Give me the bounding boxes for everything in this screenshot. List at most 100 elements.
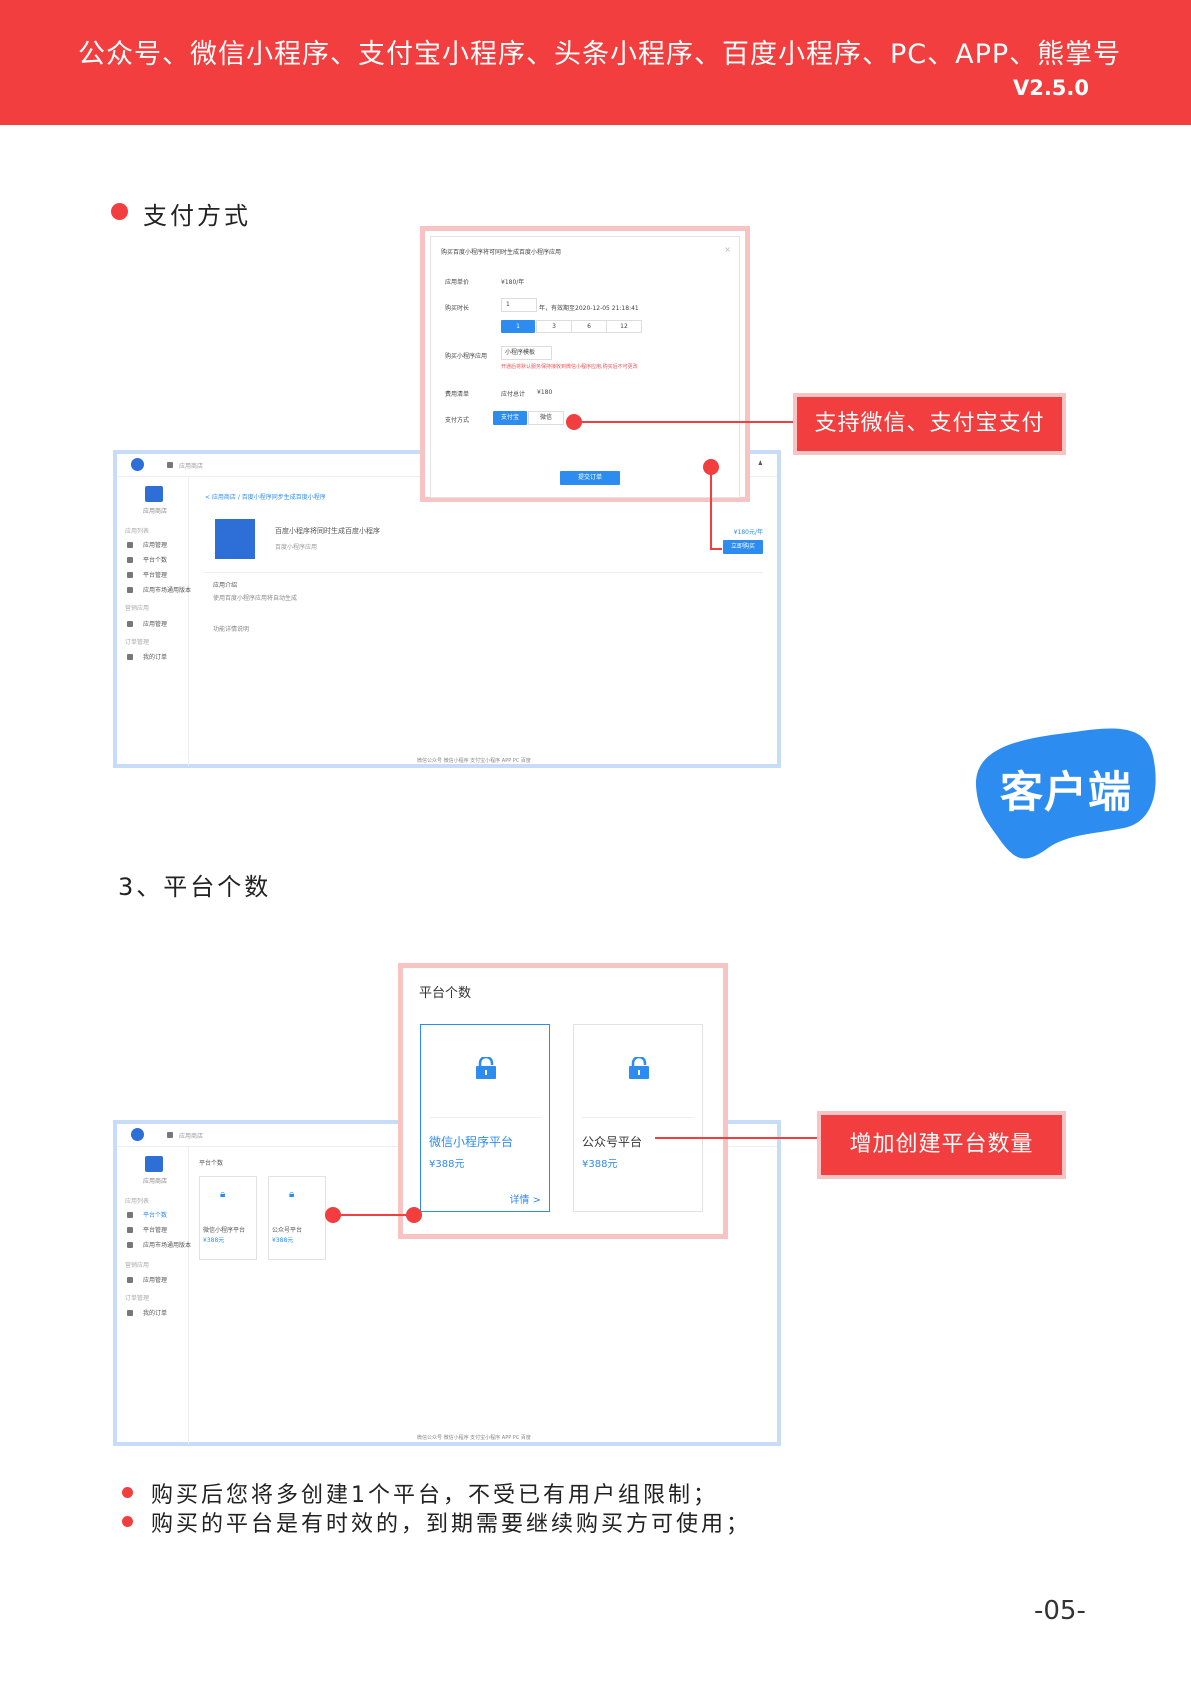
desc-title: 应用介绍 <box>213 582 238 589</box>
duration-option-12[interactable]: 12 <box>606 320 642 333</box>
client-badge-shape <box>975 728 1156 859</box>
sidebar-item-market[interactable]: 应用市场通用版本 <box>143 1242 192 1249</box>
sidebar-item-app-manage[interactable]: 应用管理 <box>143 542 168 549</box>
duration-note: 年，有效期至2020-12-05 21:18:41 <box>539 305 639 312</box>
duration-option-6[interactable]: 6 <box>571 320 607 333</box>
callout-platform: 增加创建平台数量 <box>817 1111 1066 1179</box>
page-header: 公众号、微信小程序、支付宝小程序、头条小程序、百度小程序、PC、APP、熊掌号 … <box>0 0 1191 125</box>
purchase-modal-highlight: 购买百度小程序将可同时生成百度小程序应用 × 应用单价 ¥180/年 购买时长 … <box>420 226 750 502</box>
sidebar: 应用商店 应用列表 应用管理 平台个数 平台管理 应用市场通用版本 营销应用 应… <box>117 476 192 766</box>
store-icon <box>145 1156 163 1172</box>
sidebar-item-app-admin[interactable]: 应用管理 <box>143 621 168 628</box>
mini-card-name: 微信小程序平台 <box>203 1227 246 1234</box>
section-title: 平台个数 <box>199 1160 224 1167</box>
product-breadcrumb[interactable]: < 应用商店 / 百度小程序同步生成百度小程序 <box>205 494 326 501</box>
section-heading-payment: 支付方式 <box>143 202 251 230</box>
market-icon <box>127 587 133 593</box>
sidebar-group-orders: 订单管理 <box>125 639 150 646</box>
mini-card-price: ¥388元 <box>272 1237 294 1244</box>
sidebar-item-my-orders[interactable]: 我的订单 <box>143 1310 168 1317</box>
sidebar-item-my-orders[interactable]: 我的订单 <box>143 654 168 661</box>
sidebar-item-app-admin[interactable]: 应用管理 <box>143 1277 168 1284</box>
header-title: 公众号、微信小程序、支付宝小程序、头条小程序、百度小程序、PC、APP、熊掌号 <box>78 39 1122 70</box>
submit-order-button[interactable]: 提交订单 <box>560 471 620 485</box>
price-value: ¥180/年 <box>501 279 525 286</box>
method-label: 支付方式 <box>445 417 470 424</box>
cost-label: 费用清单 <box>445 391 470 398</box>
breadcrumb: 应用商店 <box>179 463 204 470</box>
sidebar-group-label: 应用列表 <box>125 528 150 535</box>
platform-card-name: 微信小程序平台 <box>429 1135 514 1149</box>
sidebar-item-platform-manage[interactable]: 平台管理 <box>143 1227 168 1234</box>
card-divider <box>582 1117 694 1118</box>
app-footer: 微信公众号 微信小程序 支付宝小程序 APP PC 百度 <box>417 1435 531 1441</box>
app-footer: 微信公众号 微信小程序 支付宝小程序 APP PC 百度 <box>417 758 531 764</box>
lock-icon <box>476 1057 496 1079</box>
version-label: V2.5.0 <box>1012 76 1089 100</box>
product-price: ¥180元/年 <box>733 529 763 536</box>
user-icon[interactable]: ♟ <box>757 460 763 467</box>
close-icon[interactable]: × <box>724 245 731 254</box>
card-divider <box>429 1117 541 1118</box>
buy-now-button[interactable]: 立即购买 <box>723 540 763 554</box>
sidebar-item-platform-count[interactable]: 平台个数 <box>143 1212 168 1219</box>
sidebar-group-marketing: 营销应用 <box>125 605 150 612</box>
client-badge-label: 客户端 <box>1000 768 1132 818</box>
product-subtitle: 百度小程序应用 <box>275 544 318 551</box>
sidebar-item-platform-manage[interactable]: 平台管理 <box>143 572 168 579</box>
callout-dot-panel <box>406 1207 422 1223</box>
wechat-icon <box>127 557 133 563</box>
platform-card-wechat[interactable]: 微信小程序平台 ¥388元 详情 > <box>420 1024 550 1212</box>
avatar[interactable] <box>131 458 144 471</box>
platform-card-detail-link[interactable]: 详情 > <box>509 1195 541 1206</box>
cost-total-label: 应付总计 <box>501 391 526 398</box>
sidebar-group-marketing: 营销应用 <box>125 1262 150 1269</box>
order-icon <box>127 1310 133 1316</box>
platform-panel-title: 平台个数 <box>419 986 472 1001</box>
page-number: -05- <box>1034 1596 1086 1626</box>
app-select[interactable]: 小程序模板 <box>501 346 552 360</box>
menu-icon <box>127 1212 133 1218</box>
mini-card-mp[interactable]: 🔒︎ 公众号平台 ¥388元 <box>268 1176 326 1260</box>
sidebar: 应用商店 应用列表 平台个数 平台管理 应用市场通用版本 营销应用 应用管理 订… <box>117 1146 192 1444</box>
avatar[interactable] <box>131 1128 144 1141</box>
settings-icon <box>127 621 133 627</box>
lock-icon <box>629 1057 649 1079</box>
duration-option-3[interactable]: 3 <box>536 320 572 333</box>
mini-card-wechat[interactable]: 🔒︎ 微信小程序平台 ¥388元 <box>199 1176 257 1260</box>
method-wechat-button[interactable]: 微信 <box>528 411 564 425</box>
grid-icon <box>127 1227 133 1233</box>
sidebar-item-market[interactable]: 应用市场通用版本 <box>143 587 192 594</box>
callout-line-payment <box>574 421 794 423</box>
home-icon[interactable] <box>167 462 173 468</box>
app-label: 购买小程序应用 <box>445 353 488 360</box>
duration-label: 购买时长 <box>445 305 470 312</box>
settings-icon <box>127 1277 133 1283</box>
lock-icon: 🔒︎ <box>220 1189 226 1200</box>
platform-panel-highlight: 平台个数 微信小程序平台 ¥388元 详情 > 公众号平台 ¥388元 <box>398 963 728 1239</box>
duration-option-1[interactable]: 1 <box>501 320 535 333</box>
callout-line-price-h <box>710 548 722 550</box>
method-alipay-button[interactable]: 支付宝 <box>493 411 527 425</box>
bullet-dot <box>122 1487 133 1498</box>
bullet-dot <box>111 203 128 220</box>
home-icon[interactable] <box>167 1132 173 1138</box>
platform-card-mp[interactable]: 公众号平台 ¥388元 <box>573 1024 703 1212</box>
store-icon <box>145 486 163 502</box>
duration-input[interactable]: 1 <box>501 298 537 312</box>
purchase-modal: 购买百度小程序将可同时生成百度小程序应用 × 应用单价 ¥180/年 购买时长 … <box>430 236 740 498</box>
price-label: 应用单价 <box>445 279 470 286</box>
mini-card-price: ¥388元 <box>203 1237 225 1244</box>
section-heading-platform: 3、平台个数 <box>118 873 272 901</box>
lock-icon: 🔒︎ <box>289 1189 295 1200</box>
desc-text: 使用百度小程序应用将自动生成 <box>213 595 298 602</box>
divider <box>203 572 763 573</box>
breadcrumb: 应用商店 <box>179 1133 204 1140</box>
menu-icon <box>127 542 133 548</box>
order-icon <box>127 654 133 660</box>
sidebar-store-label: 应用商店 <box>143 1178 168 1185</box>
sidebar-item-platform-count[interactable]: 平台个数 <box>143 557 168 564</box>
desc-extra: 功能详情说明 <box>213 626 250 633</box>
market-icon <box>127 1242 133 1248</box>
callout-payment: 支持微信、支付宝支付 <box>793 393 1066 455</box>
